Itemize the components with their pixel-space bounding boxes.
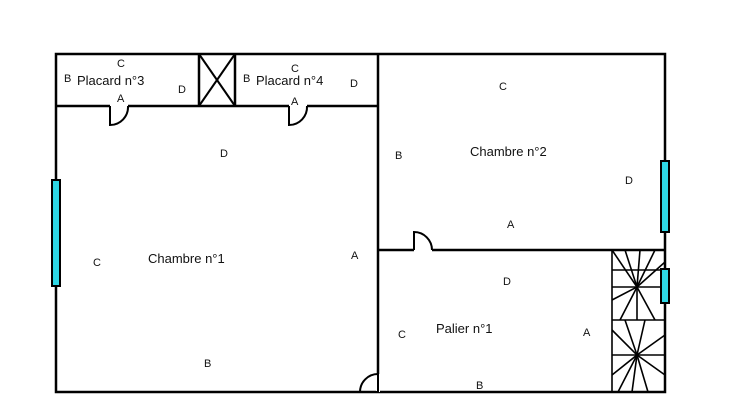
wall-letter: C	[93, 257, 101, 269]
wall-letter: C	[117, 58, 125, 70]
wall-letter: B	[204, 358, 211, 370]
window-icon[interactable]	[660, 160, 670, 233]
staircase-icon	[611, 249, 666, 393]
wall-letter: B	[395, 150, 402, 162]
wall-letter: C	[499, 81, 507, 93]
wall-letter: D	[178, 84, 186, 96]
wall-letter: D	[220, 148, 228, 160]
wall-letter: C	[291, 63, 299, 75]
wall-letter: B	[476, 380, 483, 392]
walls	[54, 52, 667, 394]
room-label-chambre1: Chambre n°1	[148, 251, 225, 266]
room-label-palier1: Palier n°1	[436, 321, 493, 336]
wall-letter: C	[398, 329, 406, 341]
wall-letter: A	[583, 327, 591, 339]
room-label-chambre2: Chambre n°2	[470, 144, 547, 159]
doors	[109, 104, 433, 393]
room-label-placard4: Placard n°4	[256, 73, 323, 88]
door-swing-icon[interactable]	[413, 230, 433, 252]
wall-letter: A	[507, 219, 515, 231]
wall-letter: B	[64, 73, 71, 85]
door-swing-icon[interactable]	[109, 104, 130, 127]
door-swing-icon[interactable]	[288, 104, 309, 127]
wall-letter: A	[351, 250, 359, 262]
window-icon[interactable]	[660, 268, 670, 304]
outer-wall	[54, 52, 667, 394]
wall-letter: D	[350, 78, 358, 90]
wall-letter: D	[625, 175, 633, 187]
wall-letter: B	[243, 73, 250, 85]
wall-letter: D	[503, 276, 511, 288]
wall-letter: A	[117, 93, 125, 105]
window-icon[interactable]	[51, 179, 61, 287]
room-label-placard3: Placard n°3	[77, 73, 144, 88]
door-swing-icon[interactable]	[359, 372, 380, 393]
windows	[51, 160, 670, 304]
wall-letter: A	[291, 96, 299, 108]
shaft-cross-icon	[198, 53, 236, 107]
